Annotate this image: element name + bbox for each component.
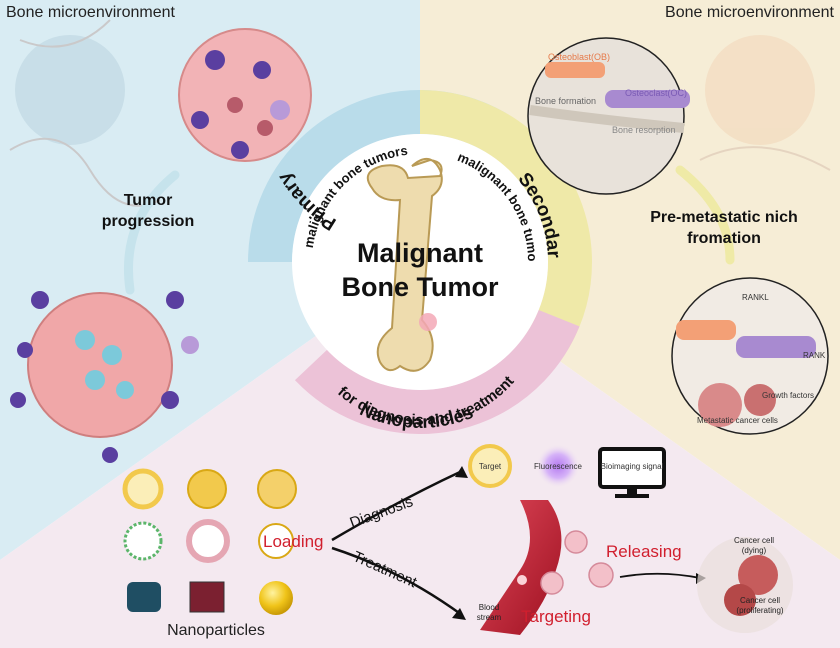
target-nanoparticle	[468, 444, 512, 488]
bone-remodeling-circle	[527, 37, 690, 195]
bone-formation-label: Bone formation	[535, 96, 596, 106]
bioimaging-label: Bioimaging signal	[601, 462, 664, 471]
outer-ring-nano	[247, 89, 592, 434]
metastatic-cells-label: Metastatic cancer cells	[697, 416, 778, 425]
rank-label: RANK	[803, 351, 826, 360]
osteoclast-label: Osteoclast(OC)	[625, 88, 687, 98]
center-title-line2: Bone Tumor	[342, 272, 499, 302]
niche-arc	[675, 165, 735, 265]
loading-label: Loading	[263, 532, 324, 551]
target-label: Target	[479, 462, 502, 471]
metastatic-niche-circle	[671, 277, 829, 435]
bone-resorption-label: Bone resorption	[612, 125, 676, 135]
growth-factors-label: Growth factors	[762, 391, 814, 400]
blood-vessel-illustration	[480, 500, 562, 635]
progression-arc	[123, 170, 180, 295]
diagnosis-arrow	[331, 466, 468, 542]
monitor-icon	[598, 447, 666, 498]
fluorescence-glow	[536, 444, 580, 488]
tumor-cluster-small	[178, 28, 312, 162]
treatment-arrow	[331, 546, 466, 620]
center-title-line1: Malignant	[357, 238, 483, 268]
fluorescence-label: Fluorescence	[534, 462, 583, 471]
releasing-label: Releasing	[606, 542, 682, 561]
osteoblast-label: Osteoblast(OB)	[548, 52, 610, 62]
left-decoration	[9, 19, 161, 207]
cancer-prolif-label: Cancer cell(proliferating)	[736, 596, 783, 615]
right-header: Bone microenvironment	[665, 4, 835, 21]
cancer-cells-circulating	[540, 530, 614, 595]
tumor-cluster-large	[10, 291, 199, 463]
left-header: Bone microenvironment	[6, 4, 176, 21]
femur-bone-illustration	[366, 158, 443, 372]
cancer-dying-label: Cancer cell(dying)	[734, 536, 774, 555]
targeting-label: Targeting	[521, 607, 591, 626]
outer-ring-secondary	[248, 90, 592, 434]
tumor-cluster-target	[697, 537, 793, 633]
right-decoration	[699, 35, 831, 171]
nanoparticle-grid	[122, 468, 297, 615]
rankl-label: RANKL	[742, 293, 769, 302]
nanoparticles-label: Nanoparticles	[167, 622, 265, 639]
